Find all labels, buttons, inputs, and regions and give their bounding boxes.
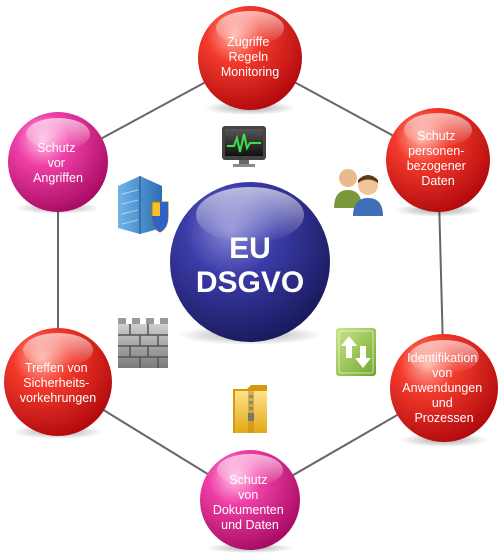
node-label-line: und Daten bbox=[221, 518, 279, 532]
node-lower-left: Treffen von Sicherheits- vorkehrungen bbox=[4, 328, 112, 439]
node-upper-left: Schutz vor Angriffen bbox=[8, 112, 108, 214]
node-label-line: vor bbox=[48, 156, 65, 170]
node-label-line: Angriffen bbox=[33, 171, 83, 185]
node-label-line: Treffen von bbox=[25, 361, 88, 375]
node-label-line: vorkehrungen bbox=[20, 391, 96, 405]
node-label-line: bezogener bbox=[407, 159, 466, 173]
center-globe: EU DSGVO bbox=[170, 182, 330, 345]
users-icon bbox=[334, 169, 383, 216]
node-label-line: personen- bbox=[408, 144, 464, 158]
node-label-line: Sicherheits- bbox=[23, 376, 89, 390]
node-label-line: Schutz bbox=[417, 129, 455, 143]
zip-folder-icon bbox=[233, 385, 267, 433]
firewall-wall-icon bbox=[118, 318, 168, 368]
monitor-heartbeat-icon bbox=[222, 126, 266, 167]
node-label-line: Dokumenten bbox=[213, 503, 284, 517]
node-label-line: und bbox=[432, 396, 453, 410]
center-label-line1: EU bbox=[229, 232, 271, 265]
node-top: Zugriffe Regeln Monitoring bbox=[198, 6, 302, 115]
server-shield-icon bbox=[118, 176, 169, 234]
transfer-arrows-icon bbox=[336, 328, 376, 376]
node-label-line: Daten bbox=[421, 174, 454, 188]
node-label-line: Schutz bbox=[229, 473, 267, 487]
center-label-line2: DSGVO bbox=[196, 266, 304, 299]
node-label-line: von bbox=[238, 488, 258, 502]
node-lower-right: Identifikation von Anwendungen und Proze… bbox=[390, 334, 498, 447]
node-label-line: Identifikation bbox=[407, 351, 477, 365]
node-label-line: Zugriffe bbox=[227, 35, 269, 49]
node-label: Identifikation von Anwendungen und Proze… bbox=[402, 351, 485, 425]
node-label: Zugriffe Regeln Monitoring bbox=[221, 35, 279, 79]
node-bottom: Schutz von Dokumenten und Daten bbox=[200, 450, 300, 553]
node-label-line: Monitoring bbox=[221, 65, 279, 79]
node-label-line: Regeln bbox=[228, 50, 268, 64]
node-label: Schutz von Dokumenten und Daten bbox=[213, 473, 287, 532]
node-label: Schutz personen- bezogener Daten bbox=[407, 129, 470, 188]
node-label-line: Schutz bbox=[37, 141, 75, 155]
node-label-line: Anwendungen bbox=[402, 381, 482, 395]
node-upper-right: Schutz personen- bezogener Daten bbox=[386, 108, 490, 217]
node-label: Schutz vor Angriffen bbox=[33, 141, 83, 185]
node-label-line: von bbox=[432, 366, 452, 380]
node-label: Treffen von Sicherheits- vorkehrungen bbox=[20, 361, 96, 405]
node-label-line: Prozessen bbox=[414, 411, 473, 425]
